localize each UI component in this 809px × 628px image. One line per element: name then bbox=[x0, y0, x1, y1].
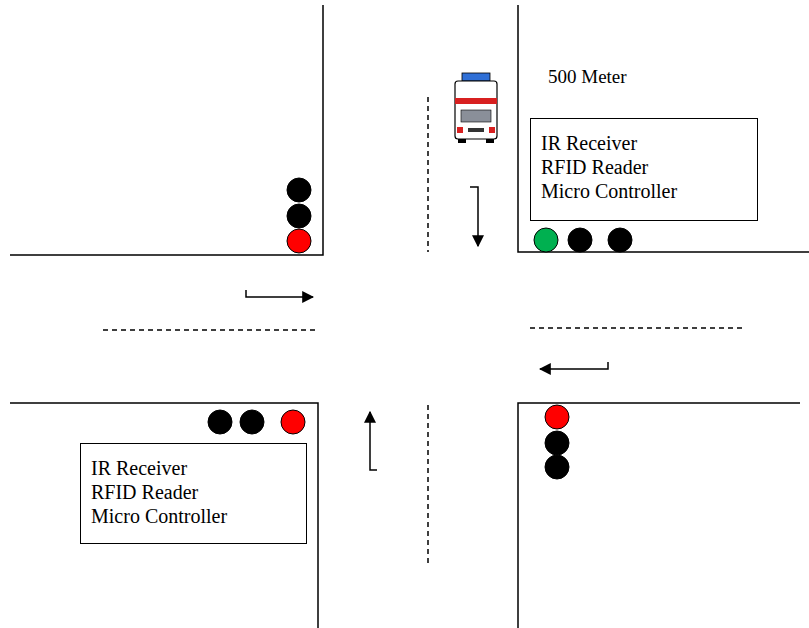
device-box: IR ReceiverRFID ReaderMicro Controller bbox=[530, 118, 758, 221]
lane-divider bbox=[427, 405, 429, 565]
ambulance-wheel bbox=[458, 139, 466, 143]
lane-divider bbox=[103, 329, 318, 331]
signal-lamp bbox=[534, 228, 558, 252]
lane-divider bbox=[530, 327, 745, 329]
ambulance-beacon bbox=[462, 73, 490, 81]
signal-lamp bbox=[545, 431, 569, 455]
device-label: Micro Controller bbox=[541, 179, 745, 203]
signal-lamp bbox=[208, 410, 232, 434]
signal-lamp bbox=[281, 410, 305, 434]
distance-label: 500 Meter bbox=[546, 66, 629, 88]
device-label: IR Receiver bbox=[541, 131, 745, 155]
device-box: IR ReceiverRFID ReaderMicro Controller bbox=[80, 443, 307, 544]
lane-arrow bbox=[246, 290, 313, 297]
ambulance-wheel bbox=[486, 139, 494, 143]
road-curb bbox=[10, 403, 318, 628]
signal-lamp bbox=[608, 228, 632, 252]
ambulance-windshield bbox=[461, 110, 491, 122]
ambulance-stripe bbox=[455, 98, 497, 104]
road-curb bbox=[518, 403, 800, 628]
road-curb bbox=[518, 5, 809, 252]
ambulance-body bbox=[455, 81, 497, 139]
device-label: Micro Controller bbox=[91, 504, 294, 528]
ambulance-light bbox=[489, 127, 495, 133]
device-label: IR Receiver bbox=[91, 456, 294, 480]
ambulance-light bbox=[457, 127, 463, 133]
signal-lamp bbox=[287, 178, 311, 202]
signal-lamp bbox=[287, 204, 311, 228]
road-curb bbox=[10, 5, 323, 255]
ambulance-grille bbox=[468, 128, 484, 132]
lane-arrow bbox=[470, 187, 478, 246]
signal-lamp bbox=[545, 455, 569, 479]
lane-divider bbox=[427, 97, 429, 252]
lane-arrow bbox=[370, 412, 377, 470]
device-label: RFID Reader bbox=[541, 155, 745, 179]
lane-arrow bbox=[540, 362, 608, 369]
signal-lamp bbox=[240, 410, 264, 434]
device-label: RFID Reader bbox=[91, 480, 294, 504]
ambulance bbox=[455, 73, 497, 143]
signal-lamp bbox=[568, 228, 592, 252]
signal-lamp bbox=[545, 405, 569, 429]
signal-lamp bbox=[287, 229, 311, 253]
